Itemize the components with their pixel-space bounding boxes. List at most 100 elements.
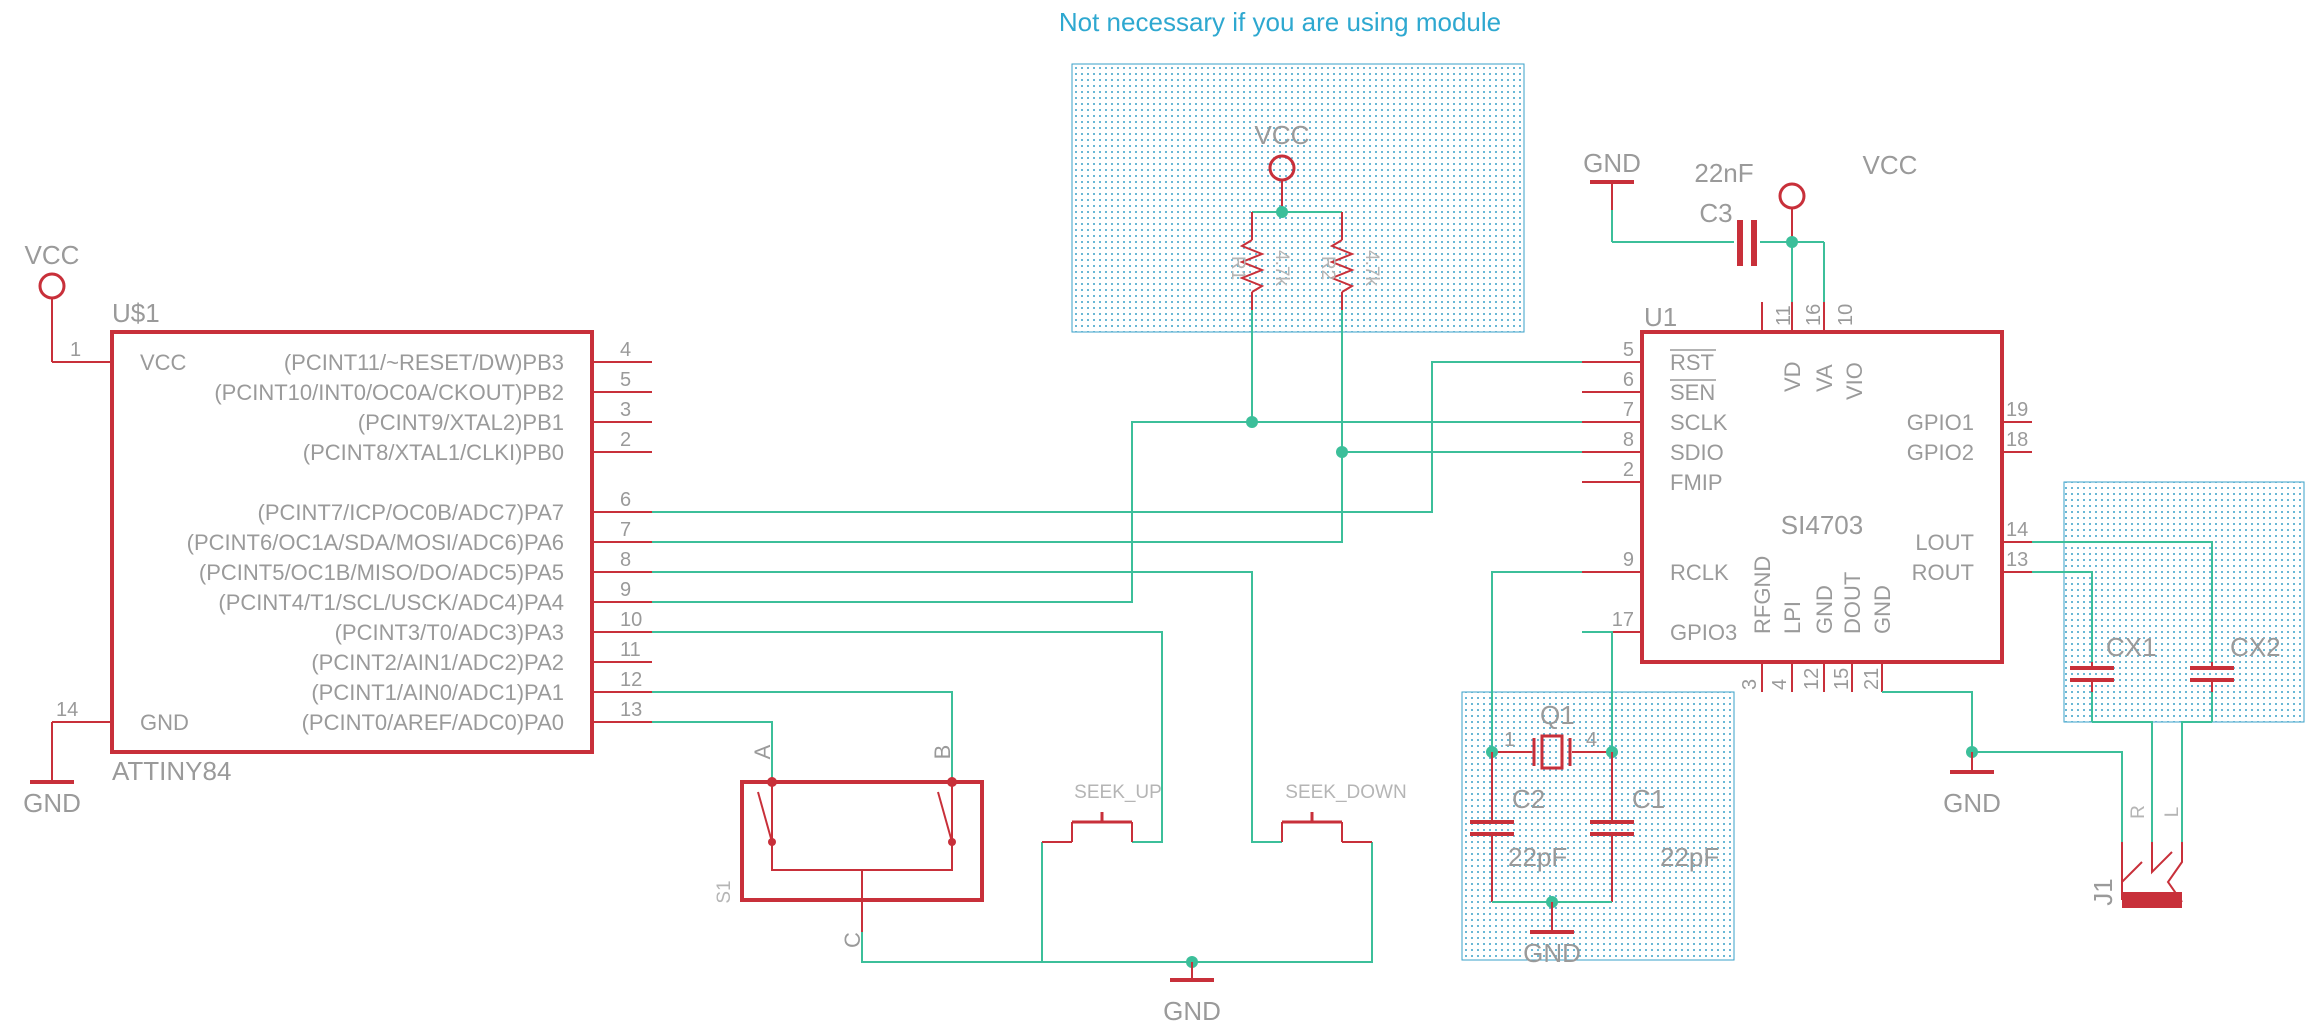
si-pin-num-4: 4 (1769, 679, 1791, 690)
gnd-label-crystal: GND (1523, 938, 1581, 968)
c3-value: 22nF (1694, 158, 1753, 188)
attiny84-part: ATTINY84 (112, 756, 231, 786)
attiny84-ref: U$1 (112, 298, 160, 328)
switch-ref: S1 (714, 880, 735, 903)
pin-label-pa6: (PCINT6/OC1A/SDA/MOSI/ADC6)PA6 (187, 530, 564, 555)
wires (652, 310, 2213, 968)
si-pin-num-21: 21 (1861, 668, 1883, 690)
gnd-symbol-bottom: GND (1163, 962, 1221, 1026)
attiny84-vcc-label: VCC (140, 350, 187, 375)
si4703-part: SI4703 (1781, 510, 1863, 540)
pin-label-pa7: (PCINT7/ICP/OC0B/ADC7)PA7 (258, 500, 564, 525)
seek-up-label: SEEK_UP (1074, 782, 1162, 803)
jack-l: L (2162, 807, 2183, 818)
pin-label-pa2: (PCINT2/AIN1/ADC2)PA2 (311, 650, 564, 675)
jack-r: R (2128, 805, 2149, 819)
gnd-label-attiny: GND (23, 788, 81, 818)
si-pin-num-12: 12 (1801, 668, 1823, 690)
c3-capacitor: GND 22nF C3 VCC (1583, 148, 1917, 332)
si-pin-label-vd: VD (1780, 361, 1805, 392)
vcc-label-attiny: VCC (25, 240, 80, 270)
si-pin-num-11: 11 (1773, 305, 1795, 326)
si-pin-label-lout: LOUT (1915, 530, 1974, 555)
vcc-symbol-attiny: VCC (25, 240, 80, 362)
c1-value: 22pF (1660, 842, 1719, 872)
pin-label-pa3: (PCINT3/T0/ADC3)PA3 (335, 620, 564, 645)
si-pin-num-5: 5 (1623, 339, 1634, 361)
si-pin-label-gnd-b: GND (1870, 585, 1895, 634)
r2-ref: R2 (1317, 256, 1338, 280)
si-pin-num-3: 3 (1739, 679, 1761, 690)
si-pin-num-9: 9 (1623, 549, 1634, 571)
cx2-ref: CX2 (2230, 632, 2281, 662)
seek-down-label: SEEK_DOWN (1285, 782, 1406, 803)
gnd-label-si: GND (1943, 788, 2001, 818)
crystal-area (1461, 691, 1735, 961)
si-pin-label-gpio1: GPIO1 (1907, 410, 1974, 435)
si-pin-label-rclk: RCLK (1670, 560, 1729, 585)
si-pin-num-13: 13 (2006, 549, 2028, 571)
pin-num-pa5: 8 (620, 549, 631, 571)
pin-label-pb0: (PCINT8/XTAL1/CLKI)PB0 (303, 440, 564, 465)
si-pin-num-17: 17 (1612, 609, 1634, 631)
r2-value: 4.7k (1361, 250, 1382, 286)
pin-num-pb2: 5 (620, 369, 631, 391)
attiny84-gnd-pin: 14 (56, 699, 78, 721)
si-pin-num-19: 19 (2006, 399, 2028, 421)
output-cap-area (2063, 481, 2305, 723)
switch-s1: A B C S1 (714, 744, 984, 948)
si-pin-label-sen: SEN (1670, 380, 1715, 405)
si-pin-label-rfgnd: RFGND (1750, 556, 1775, 634)
si-pin-num-14: 14 (2006, 519, 2028, 541)
si-pin-num-16: 16 (1803, 304, 1825, 326)
pin-label-pa0: (PCINT0/AREF/ADC0)PA0 (302, 710, 564, 735)
si-pin-label-rout: ROUT (1912, 560, 1974, 585)
crystal-pin1: 1 (1504, 729, 1515, 751)
si4703-body (1640, 330, 2004, 664)
si-pin-num-18: 18 (2006, 429, 2028, 451)
si4703-ref: U1 (1644, 302, 1677, 332)
si-pin-num-8: 8 (1623, 429, 1634, 451)
jack-body (2122, 892, 2182, 908)
si-pin-label-gpio3: GPIO3 (1670, 620, 1737, 645)
gnd-symbol-attiny: GND (23, 722, 81, 818)
si-pin-num-10: 10 (1835, 304, 1857, 326)
jack-ref: J1 (2088, 878, 2118, 905)
pin-label-pa5: (PCINT5/OC1B/MISO/DO/ADC5)PA5 (199, 560, 564, 585)
vcc-label-si: VCC (1863, 150, 1918, 180)
pullup-area (1071, 63, 1525, 333)
si-pin-label-dout: DOUT (1840, 572, 1865, 634)
pin-num-pb1: 3 (620, 399, 631, 421)
si-pin-num-15: 15 (1831, 668, 1853, 690)
c1-ref: C1 (1632, 784, 1665, 814)
pin-label-pb1: (PCINT9/XTAL2)PB1 (358, 410, 564, 435)
crystal-pin4: 4 (1586, 729, 1597, 751)
si-pin-label-sdio: SDIO (1670, 440, 1724, 465)
pin-num-pb0: 2 (620, 429, 631, 451)
si-pin-label-gpio2: GPIO2 (1907, 440, 1974, 465)
si-pin-label-fmip: FMIP (1670, 470, 1723, 495)
si4703: U1 SI4703 RST SEN SCLK SD (1582, 302, 2032, 692)
si-pin-label-lpi: LPI (1780, 601, 1805, 634)
gnd-label-c3: GND (1583, 148, 1641, 178)
si-pin-num-7: 7 (1623, 399, 1634, 421)
si-pin-label-sclk: SCLK (1670, 410, 1728, 435)
pin-num-pa0: 13 (620, 699, 642, 721)
si-pin-label-gnd-a: GND (1812, 585, 1837, 634)
cx1-ref: CX1 (2106, 632, 2157, 662)
crystal-circuit: Q1 1 4 GND C2 22pF C1 22pF (1470, 700, 1719, 968)
output-caps: CX1 CX2 (2070, 632, 2281, 692)
switch-a: A (750, 744, 775, 759)
switch-c: C (840, 932, 865, 948)
switch-b: B (930, 745, 955, 760)
pin-label-pb2: (PCINT10/INT0/OC0A/CKOUT)PB2 (214, 380, 564, 405)
pin-label-pb3: (PCINT11/~RESET/DW)PB3 (284, 350, 564, 375)
pin-label-pa4: (PCINT4/T1/SCL/USCK/ADC4)PA4 (218, 590, 564, 615)
pin-num-pa1: 12 (620, 669, 642, 691)
pin-num-pb3: 4 (620, 339, 631, 361)
si-pin-label-va: VA (1812, 364, 1837, 392)
pin-label-pa1: (PCINT1/AIN0/ADC1)PA1 (311, 680, 564, 705)
pullup-resistors: VCC R1 4.7k R2 4.7k (1227, 120, 1382, 310)
pin-num-pa7: 6 (620, 489, 631, 511)
si-pin-num-6: 6 (1623, 369, 1634, 391)
